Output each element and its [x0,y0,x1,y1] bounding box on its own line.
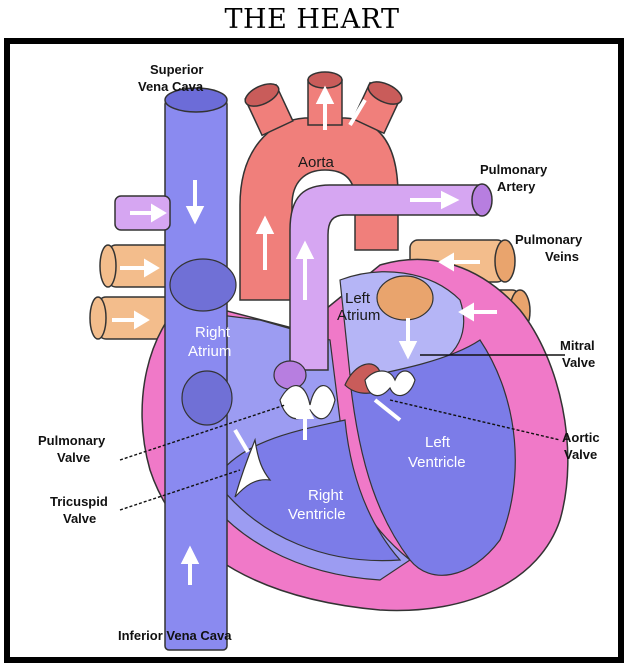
label-right-atrium-2: Atrium [188,343,231,360]
label-pulmonary-artery-1: Pulmonary [480,162,548,177]
label-superior-vena-cava-2: Vena Cava [138,79,204,94]
label-left-atrium-2: Atrium [337,307,380,324]
label-tricuspid-valve-2: Valve [63,511,96,526]
label-mitral-valve-2: Valve [562,355,595,370]
label-aorta: Aorta [298,154,335,171]
label-right-atrium-1: Right [195,324,231,341]
label-pulmonary-veins-1: Pulmonary [515,232,583,247]
label-pulmonary-veins-2: Veins [545,249,579,264]
label-mitral-valve-1: Mitral [560,338,595,353]
label-right-ventricle-1: Right [308,487,344,504]
label-pulmonary-valve-2: Valve [57,450,90,465]
vena-cava [165,88,236,650]
label-left-ventricle-1: Left [425,434,451,451]
label-left-atrium-1: Left [345,290,371,307]
label-superior-vena-cava-1: Superior [150,62,203,77]
label-inferior-vena-cava: Inferior Vena Cava [118,628,232,643]
label-right-ventricle-2: Ventricle [288,506,346,523]
label-pulmonary-valve-1: Pulmonary [38,433,106,448]
label-pulmonary-artery-2: Artery [497,179,536,194]
label-aortic-valve-2: Valve [564,447,597,462]
label-left-ventricle-2: Ventricle [408,454,466,471]
label-tricuspid-valve-1: Tricuspid [50,494,108,509]
label-aortic-valve-1: Aortic [562,430,600,445]
